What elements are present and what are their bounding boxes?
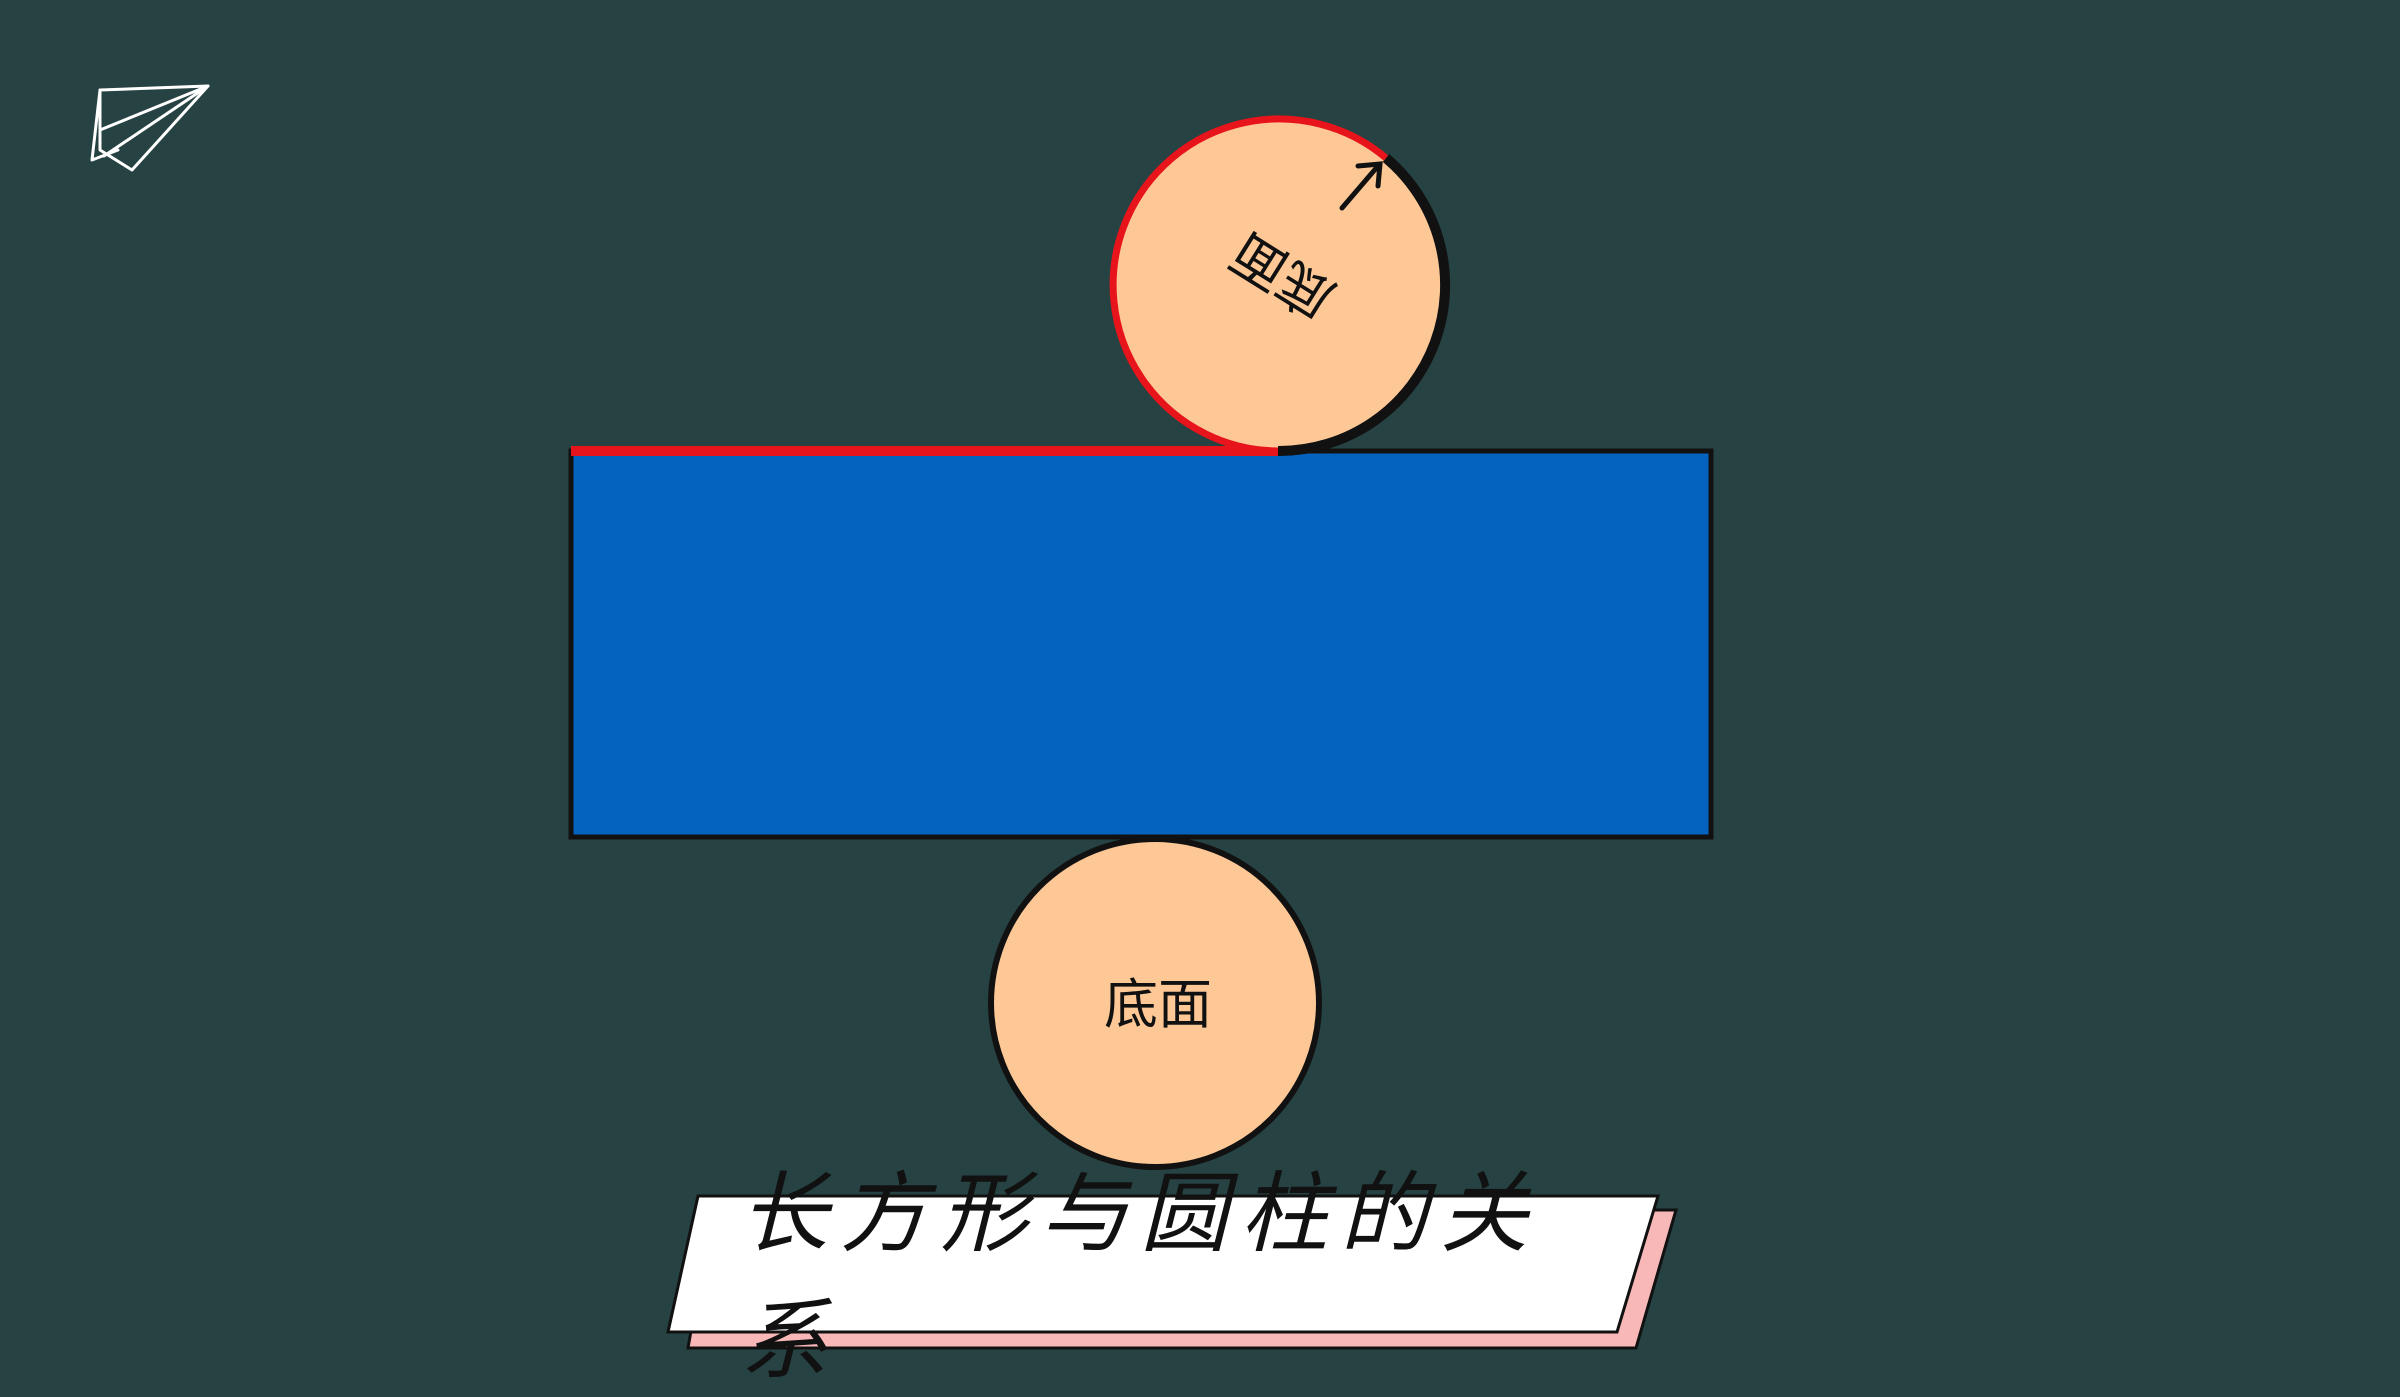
- rolling-arrow-icon: [1339, 161, 1383, 211]
- bottom-circle-label: 底面: [1104, 973, 1212, 1036]
- top-base-circle: [1109, 115, 1451, 457]
- paper-plane-icon: [90, 84, 210, 172]
- banner-title: 长方形与圆柱的关系: [740, 1162, 1541, 1392]
- banner-card: [666, 1194, 1661, 1334]
- lateral-rectangle: [568, 448, 1714, 840]
- title-banner: [666, 1194, 1678, 1350]
- bottom-base-circle: [988, 836, 1322, 1170]
- diagram-canvas: 底面 底面: [90, 84, 1714, 1350]
